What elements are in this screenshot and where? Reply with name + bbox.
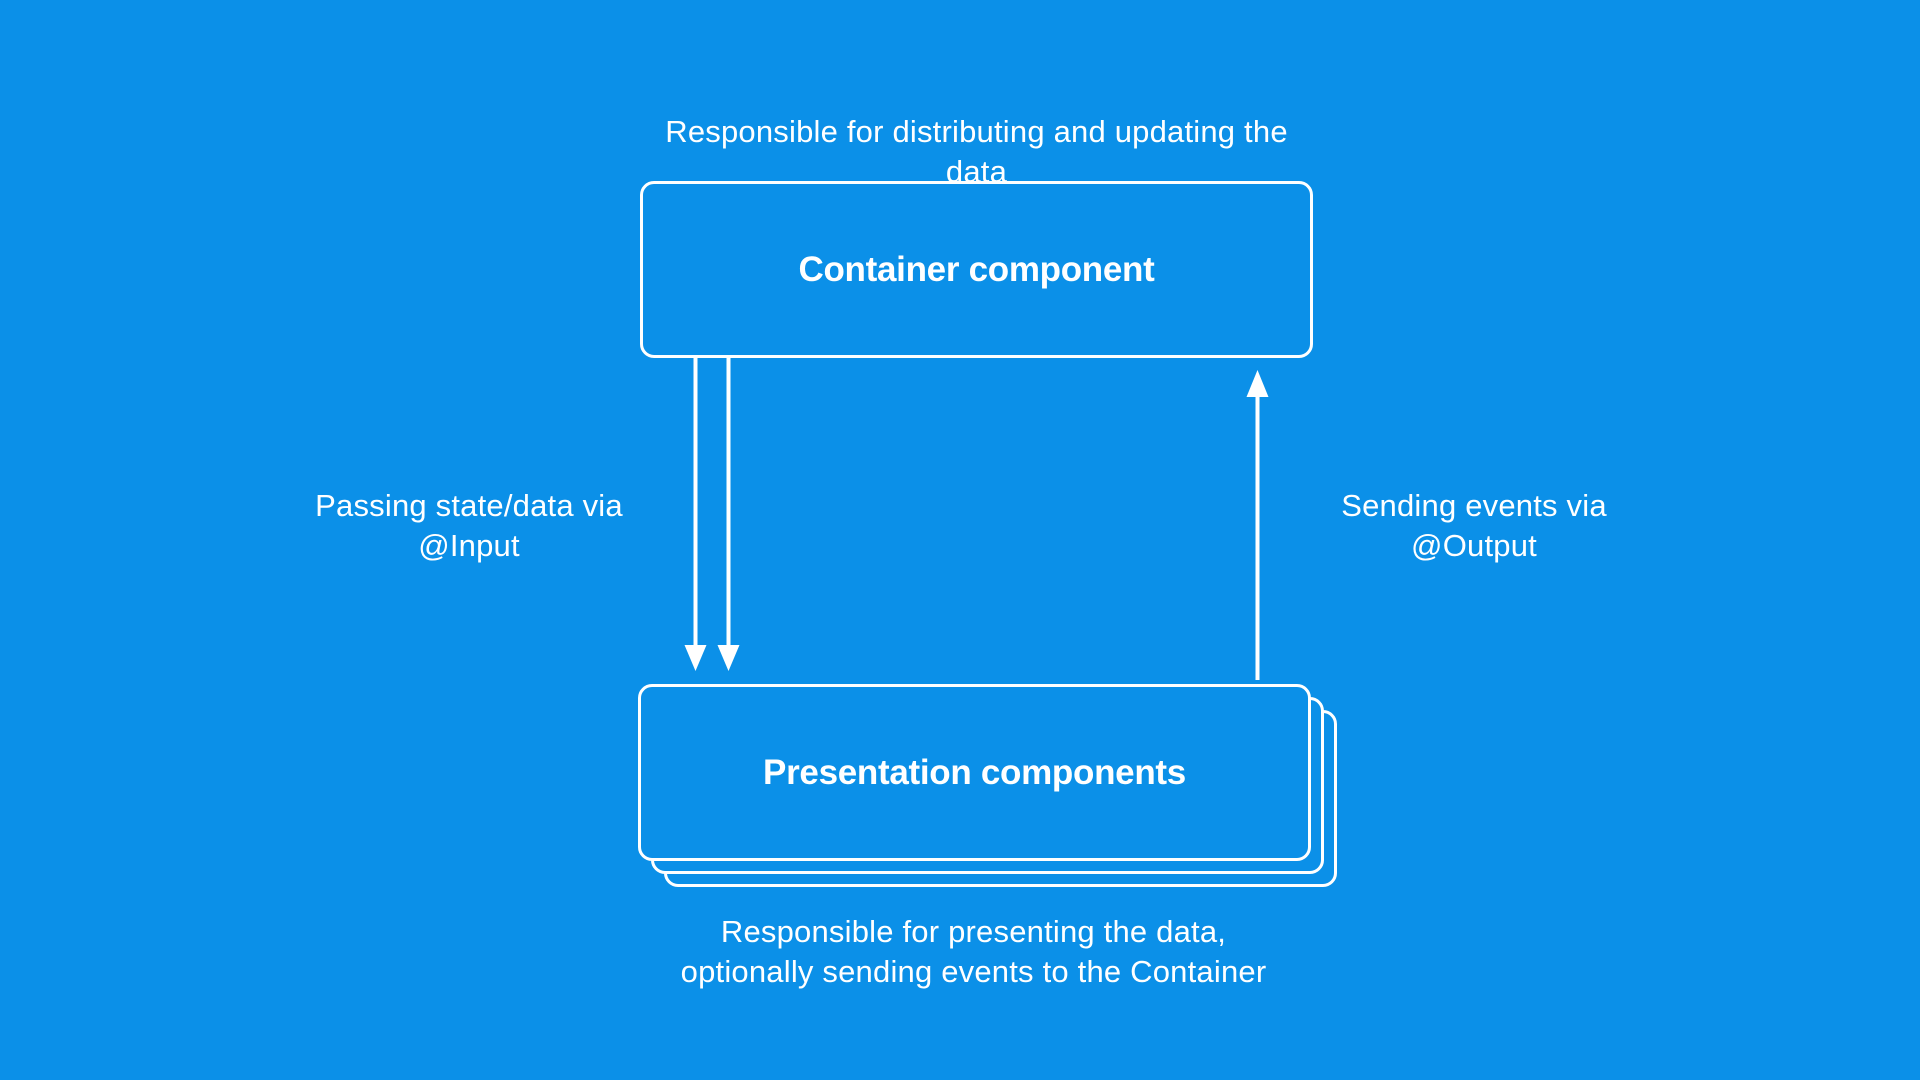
container-component-label: Container component — [798, 249, 1155, 289]
output-arrow-label-line1: Sending events via — [1341, 488, 1607, 523]
input-arrow-1 — [684, 358, 707, 671]
presentation-caption-line1: Responsible for presenting the data, — [720, 914, 1227, 949]
presentation-components-label: Presentation components — [763, 752, 1186, 792]
presentation-caption-line2: optionally sending events to the Contain… — [680, 954, 1267, 989]
container-caption: Responsible for distributing and updatin… — [665, 114, 1288, 189]
presentation-components-box: Presentation components — [638, 684, 1311, 861]
input-arrow-2 — [717, 358, 740, 671]
presentation-caption: Responsible for presenting the data, opt… — [613, 912, 1334, 992]
output-arrow-label: Sending events via @Output — [1264, 486, 1684, 566]
input-arrow-label-line1: Passing state/data via — [315, 488, 623, 523]
input-arrow-label-line2: @Input — [418, 528, 520, 563]
output-arrow-label-line2: @Output — [1411, 528, 1537, 563]
container-component-box: Container component — [640, 181, 1313, 358]
input-arrow-label: Passing state/data via @Input — [259, 486, 679, 566]
